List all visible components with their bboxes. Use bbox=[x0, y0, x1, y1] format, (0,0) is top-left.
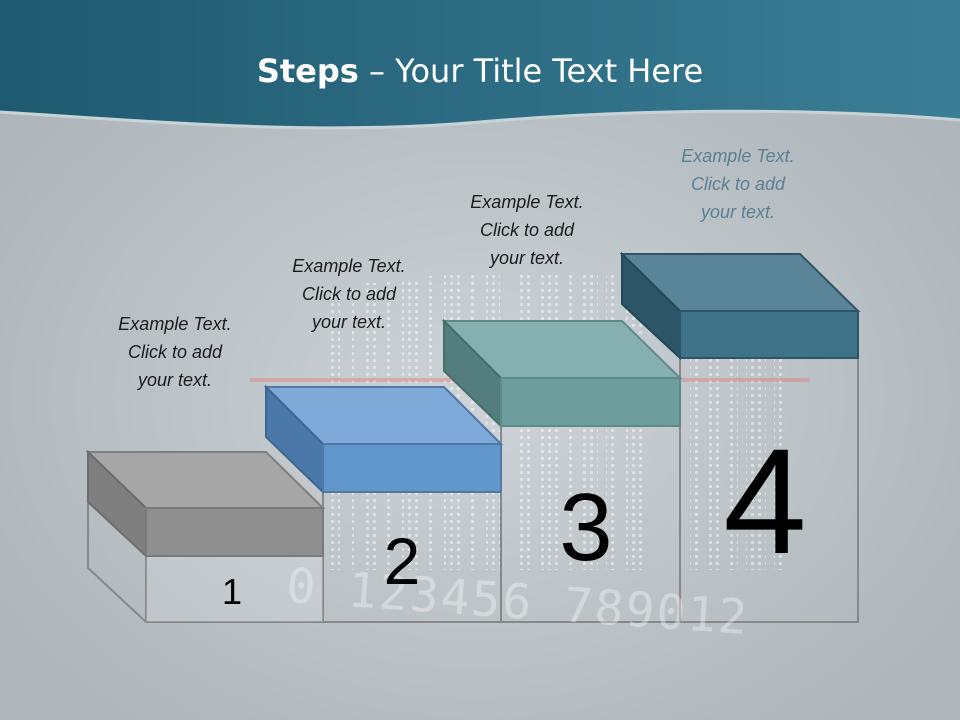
step-4-block[interactable] bbox=[619, 251, 861, 361]
step-2-caption-line1: Example Text. bbox=[292, 256, 406, 276]
step-1-caption-line2: Click to add bbox=[127, 342, 223, 362]
step-1-caption[interactable]: Example Text. Click to add your text. bbox=[85, 310, 265, 394]
step-1-block[interactable] bbox=[85, 449, 326, 559]
step-3-caption-line2: Click to add bbox=[479, 220, 575, 240]
title-rest: – Your Title Text Here bbox=[358, 52, 704, 90]
step-4-number: 4 bbox=[723, 417, 807, 585]
step-2-caption-line3: your text. bbox=[311, 312, 387, 332]
step-4-caption[interactable]: Example Text. Click to add your text. bbox=[648, 142, 828, 226]
step-3-block[interactable] bbox=[441, 318, 683, 429]
title-bold: Steps bbox=[256, 52, 359, 90]
step-3-caption[interactable]: Example Text. Click to add your text. bbox=[437, 188, 617, 272]
step-2-block[interactable] bbox=[263, 384, 504, 495]
step-1-number: 1 bbox=[221, 571, 243, 612]
step-3-caption-line3: your text. bbox=[489, 248, 565, 268]
step-4-caption-line2: Click to add bbox=[690, 174, 786, 194]
step-3-number: 3 bbox=[559, 474, 613, 581]
step-3-caption-line1: Example Text. bbox=[470, 192, 584, 212]
step-4-caption-line1: Example Text. bbox=[681, 146, 795, 166]
step-2-number: 2 bbox=[383, 524, 421, 598]
step-1-caption-line3: your text. bbox=[137, 370, 213, 390]
step-4-caption-line3: your text. bbox=[700, 202, 776, 222]
step-2-caption[interactable]: Example Text. Click to add your text. bbox=[259, 252, 439, 336]
slide-title[interactable]: Steps – Your Title Text Here bbox=[0, 52, 960, 90]
step-1-caption-line1: Example Text. bbox=[118, 314, 232, 334]
step-2-caption-line2: Click to add bbox=[301, 284, 397, 304]
